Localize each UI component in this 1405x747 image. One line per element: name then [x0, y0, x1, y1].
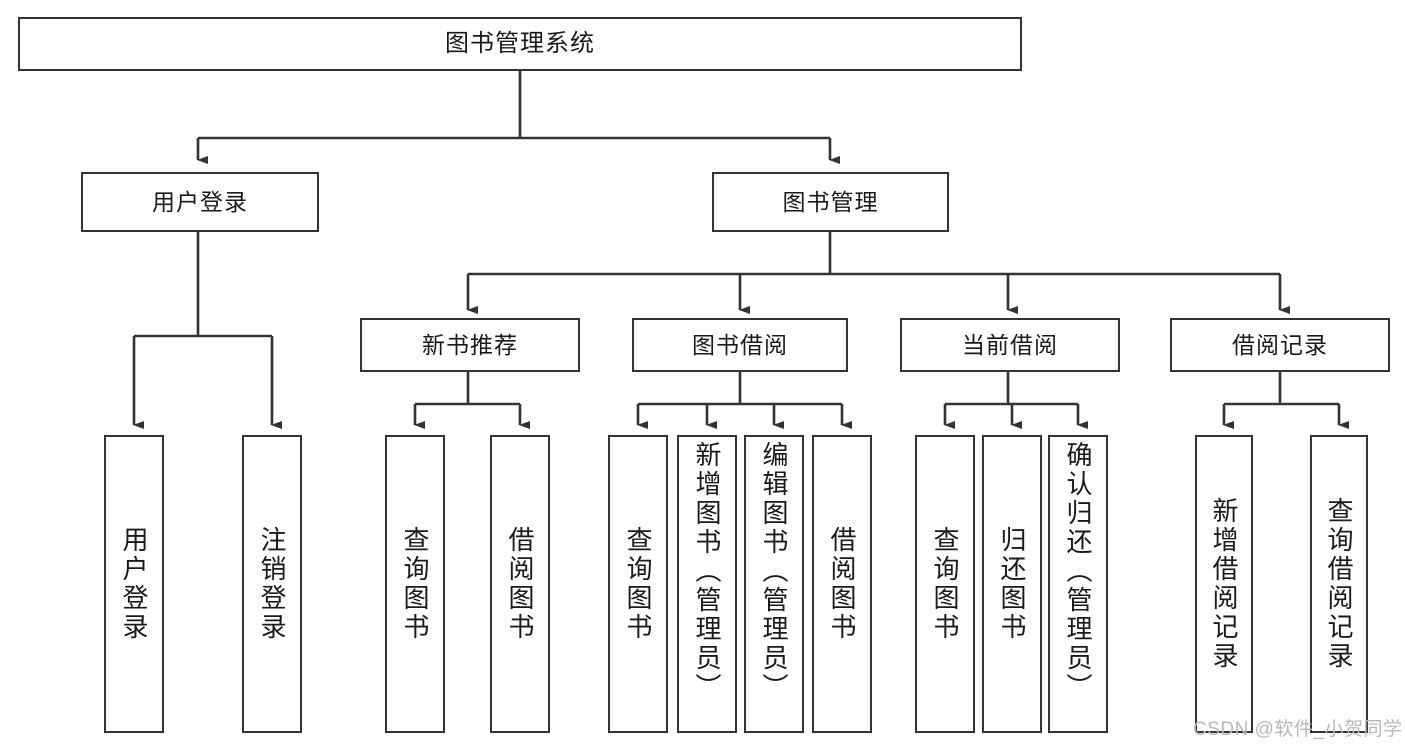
node-label: 确认归还（管理员）: [1063, 441, 1093, 702]
node-leaf-return-book[interactable]: 归还图书: [982, 435, 1042, 733]
node-leaf-user-login[interactable]: 用户登录: [104, 435, 164, 733]
node-leaf-query-book-new[interactable]: 查询图书: [385, 435, 445, 733]
node-label: 查询图书: [930, 526, 960, 642]
node-leaf-query-book-borrow[interactable]: 查询图书: [608, 435, 668, 733]
node-leaf-add-book[interactable]: 新增图书（管理员）: [677, 435, 737, 733]
node-leaf-edit-book[interactable]: 编辑图书（管理员）: [744, 435, 804, 733]
node-label: 当前借阅: [962, 331, 1058, 358]
node-borrow-record[interactable]: 借阅记录: [1170, 318, 1390, 372]
node-label: 注销登录: [257, 526, 287, 642]
node-label: 借阅图书: [827, 526, 857, 642]
node-label: 借阅图书: [505, 526, 535, 642]
node-leaf-logout-login[interactable]: 注销登录: [242, 435, 302, 733]
node-label: 查询借阅记录: [1324, 497, 1354, 671]
node-leaf-query-book-current[interactable]: 查询图书: [915, 435, 975, 733]
node-leaf-add-borrow-record[interactable]: 新增借阅记录: [1195, 435, 1253, 733]
node-current-borrow[interactable]: 当前借阅: [900, 318, 1120, 372]
node-label: 新书推荐: [422, 331, 518, 358]
node-book-borrow[interactable]: 图书借阅: [632, 318, 848, 372]
node-label: 图书借阅: [692, 331, 788, 358]
node-book-manage[interactable]: 图书管理: [712, 172, 949, 232]
node-new-book-recommend[interactable]: 新书推荐: [360, 318, 580, 372]
node-label: 用户登录: [119, 526, 149, 642]
node-leaf-borrow-book-new[interactable]: 借阅图书: [490, 435, 550, 733]
node-leaf-borrow-book[interactable]: 借阅图书: [812, 435, 872, 733]
node-user-login[interactable]: 用户登录: [81, 172, 319, 232]
node-label: 新增借阅记录: [1209, 497, 1239, 671]
node-label: 图书管理: [782, 188, 879, 215]
csdn-watermark: CSDN @软件_小贺同学: [1193, 719, 1403, 740]
node-label: 查询图书: [623, 526, 653, 642]
node-label: 新增图书（管理员）: [692, 441, 722, 702]
node-book-management-system[interactable]: 图书管理系统: [18, 17, 1022, 71]
node-label: 编辑图书（管理员）: [759, 441, 789, 702]
node-leaf-query-borrow-record[interactable]: 查询借阅记录: [1310, 435, 1368, 733]
node-label: 借阅记录: [1232, 331, 1328, 358]
node-label: 归还图书: [997, 526, 1027, 642]
node-leaf-confirm-return[interactable]: 确认归还（管理员）: [1048, 435, 1108, 733]
node-label: 用户登录: [152, 188, 248, 215]
node-label: 图书管理系统: [445, 30, 595, 58]
node-label: 查询图书: [400, 526, 430, 642]
